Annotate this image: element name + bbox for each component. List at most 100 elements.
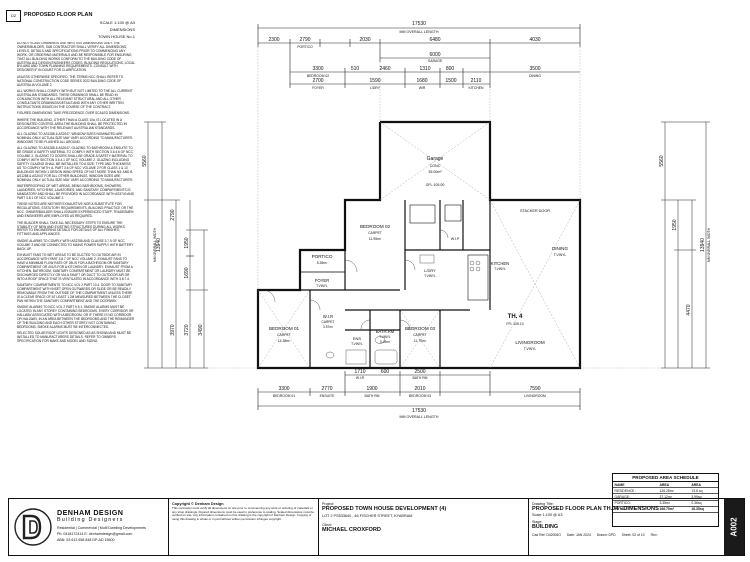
dim-garage: 6000: [429, 52, 440, 58]
sheet-tag: D2: [6, 10, 21, 22]
garage-level: GFL 105.00: [426, 183, 445, 187]
room-garage-finish: CONC: [430, 164, 441, 168]
dim-b2-1-label: BEDROOM 01: [273, 394, 295, 398]
dim-b1-1-label: W.I.R: [356, 376, 365, 380]
room-kitchen-name: KITCHEN: [491, 261, 509, 266]
schedule-header: AREA: [657, 482, 690, 489]
dim-overall-length-bottom-label: MM OVERALL LENGTH: [399, 415, 438, 419]
dim-b1-3-label: BATH RM: [412, 376, 427, 380]
company-services: Residential | Commercial | Multi Dwellin…: [57, 526, 146, 530]
room-wip-name: W.I.P: [451, 237, 460, 241]
dim-overall-length-label: MM OVERALL LENGTH: [399, 30, 438, 34]
project-label: Project:: [322, 502, 335, 506]
room-living-finish: T.VINYL: [524, 347, 537, 351]
copyright-block: Copyright © Denham Design This contracto…: [169, 499, 319, 555]
dim-b2-4-label: BEDROOM 03: [409, 394, 431, 398]
dim-right-2: 1950: [672, 219, 678, 230]
room-bed3-area: 11.70m²: [414, 339, 427, 343]
schedule-cell: RESIDENCE :: [613, 487, 658, 495]
room-dining-name: DINING: [552, 246, 569, 251]
table-row: PORTICO: 3.35m² 0.36sq: [613, 500, 718, 507]
schedule-cell: 0.36sq: [689, 500, 718, 507]
schedule-cell: 3.35m²: [657, 500, 690, 507]
drawn-by: Drawn: DPD: [596, 533, 616, 537]
dim-b2-3-label: BATH RM: [364, 394, 379, 398]
dim-r4-1-label: FOYER: [312, 86, 324, 90]
dim-left-2: 2790: [170, 209, 176, 220]
exterior-wall: [256, 120, 582, 370]
dim-top-2: 2790: [299, 37, 310, 43]
dim-r3-2: 510: [351, 66, 360, 72]
schedule-header: NAME: [613, 482, 658, 489]
revision: Rev:: [650, 533, 658, 537]
dim-left-width: 13940: [156, 238, 162, 252]
dim-r3-3: 2460: [379, 66, 390, 72]
room-living-name: LIVINGROOM: [515, 340, 545, 345]
area-schedule-table: NAME AREA AREA RESIDENCE : 126.28m² 13.6…: [613, 482, 718, 513]
note: ALL WORKS SHALL COMPLY WITH BUT NOT LIMI…: [17, 89, 133, 109]
company-block: DENHAM DESIGN Building Designers Residen…: [9, 499, 169, 555]
dim-b2-5-label: LIVINGROOM: [524, 394, 546, 398]
floor-level: FFL 105.10: [506, 322, 523, 326]
table-row: RESIDENCE : 126.28m² 13.6 sq: [613, 487, 718, 495]
dim-garage-label: GARAGE: [428, 59, 443, 63]
note: SANITARY COMPARTMENTS TO NCC VOL 2 PART …: [17, 283, 133, 303]
dim-r4-3-label: WIR: [419, 86, 426, 90]
schedule-cell: 37.12m²: [657, 493, 690, 501]
table-row: TOTAL: 166.75m² 16.35sq: [613, 506, 718, 513]
dim-left-1: 5560: [142, 155, 148, 166]
schedule-cell: 16.35sq: [689, 506, 718, 513]
dim-b2-2: 2770: [321, 386, 332, 392]
schedule-cell: PORTICO:: [613, 500, 658, 507]
dim-r4-2: 1590: [369, 78, 380, 84]
sheet-number: Sheet: 02 of 10: [621, 533, 645, 537]
note: SMOKE ALARMS TO NCC VOL 2 PART 9.5.1. SM…: [17, 305, 135, 329]
dim-r4-1: 2700: [312, 78, 323, 84]
room-ldry-name: L/DRY: [424, 268, 436, 273]
floor-plan: 17530 MM OVERALL LENGTH 2300 2790 PORTIC…: [142, 21, 711, 419]
stage-label: Stage:: [532, 520, 543, 524]
company-logo-icon: [14, 508, 52, 546]
note: WHERE THE BUILDING, OTHER THAN A CLASS 1…: [17, 117, 127, 130]
dim-top-4: 6480: [429, 37, 440, 43]
room-ens-finish: T.VINYL: [351, 342, 363, 346]
dim-r4-3: 1680: [416, 78, 427, 84]
note: SELECTED SOLAR ROOF LIGHTS DESIGNED AS A…: [17, 331, 132, 344]
room-wir-name: W.I.R: [323, 314, 333, 319]
room-kitchen-finish: T.VINYL: [494, 267, 506, 271]
dim-r4-5-label: KITCHEN: [469, 86, 484, 90]
dim-right-width-label: MM OVERALL WIDTH: [707, 227, 711, 262]
note: ALL GLAZING TO AS1288 & AS2047. GLAZING …: [17, 146, 134, 182]
note: ALL GLAZING TO AS1288 & AS2047. WINDOW S…: [17, 132, 133, 144]
dim-overall-length-bottom: 17530: [412, 408, 426, 414]
dim-top-5: 4030: [529, 37, 540, 43]
dim-b1-3: 2500: [414, 369, 425, 375]
room-ens-name: ENS: [353, 336, 362, 341]
project-address: LOT 2 PS533640 , 46 FISCHER STREET, KYAB…: [322, 514, 413, 518]
dim-top-3: 2030: [359, 37, 370, 43]
room-bed1-name: BEDROOM 01: [269, 326, 300, 331]
room-dining-finish: T.VINYL: [554, 253, 567, 257]
room-foyer-name: FOYER: [315, 278, 329, 283]
room-wir-area: 3.57m²: [323, 325, 333, 329]
company-subtitle: Building Designers: [57, 517, 124, 523]
room-bath-area: 5.49m²: [380, 340, 390, 344]
dim-left-4: 1690: [184, 267, 190, 278]
dim-top-2-label: PORTICO: [297, 45, 313, 49]
dim-r3-5: 800: [446, 66, 455, 72]
room-bed1-finish: CARPET: [277, 333, 291, 337]
room-bed2-finish: CARPET: [368, 231, 382, 235]
schedule-cell: 13.6 sq: [689, 487, 718, 495]
area-schedule: PROPOSED AREA SCHEDULE NAME AREA AREA RE…: [612, 473, 719, 527]
dim-right-4: 13940: [700, 238, 706, 252]
dim-left-6: 3490: [198, 324, 204, 335]
stacker-door-label: STACKER DOOR: [520, 209, 550, 213]
dim-r4-2-label: L/DRY: [370, 86, 381, 90]
dim-b2-1: 3300: [278, 386, 289, 392]
sheet-scale: SCALE 1:100 @ A3: [99, 20, 135, 25]
room-bed1-area: 14.38m²: [278, 339, 291, 343]
room-ldry-finish: T.VINYL: [424, 274, 436, 278]
dim-right-1: 5560: [659, 155, 665, 166]
note: DO NOT SCALE DRAWINGS USE WRITTEN DIMENS…: [17, 42, 135, 73]
